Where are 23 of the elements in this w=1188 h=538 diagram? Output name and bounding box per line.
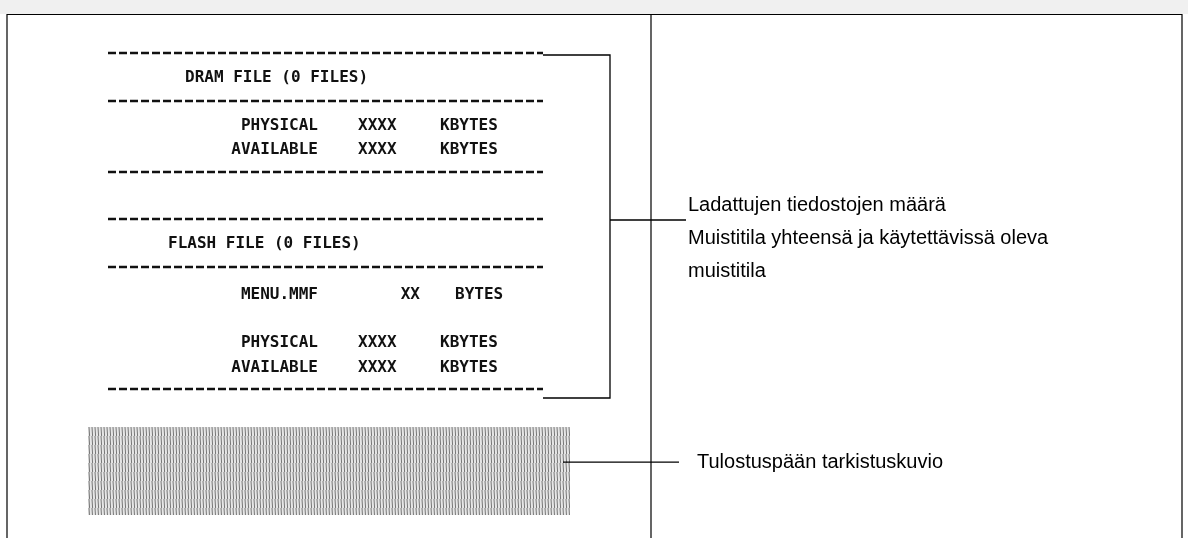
value: XX bbox=[400, 284, 420, 304]
printout-heading: DRAM FILE (0 FILES) bbox=[185, 67, 369, 87]
value: XXXX bbox=[358, 115, 397, 135]
unit: KBYTES bbox=[440, 115, 498, 135]
callout-text: Muistitila yhteensä ja käytettävissä oleva muistitila bbox=[688, 225, 1050, 283]
test-pattern-drawing bbox=[88, 427, 570, 515]
leader-line bbox=[562, 461, 680, 463]
unit: KBYTES bbox=[440, 139, 498, 159]
field-name: PHYSICAL bbox=[240, 332, 318, 352]
unit: KBYTES bbox=[440, 357, 498, 377]
printout-heading: FLASH FILE (0 FILES) bbox=[168, 233, 361, 253]
unit: BYTES bbox=[455, 284, 504, 304]
file-name: MENU.MMF bbox=[240, 284, 318, 304]
value: XXXX bbox=[358, 139, 397, 159]
field-name: PHYSICAL bbox=[240, 115, 318, 135]
leader-line bbox=[542, 54, 687, 399]
field-name: AVAILABLE bbox=[231, 357, 318, 377]
field-name: AVAILABLE bbox=[231, 139, 318, 159]
unit: KBYTES bbox=[440, 332, 498, 352]
callout-text: Ladattujen tiedostojen määrä bbox=[688, 192, 947, 217]
value: XXXX bbox=[358, 357, 397, 377]
callout-text: Tulostuspään tarkistuskuvio bbox=[697, 449, 945, 474]
value: XXXX bbox=[358, 332, 397, 352]
